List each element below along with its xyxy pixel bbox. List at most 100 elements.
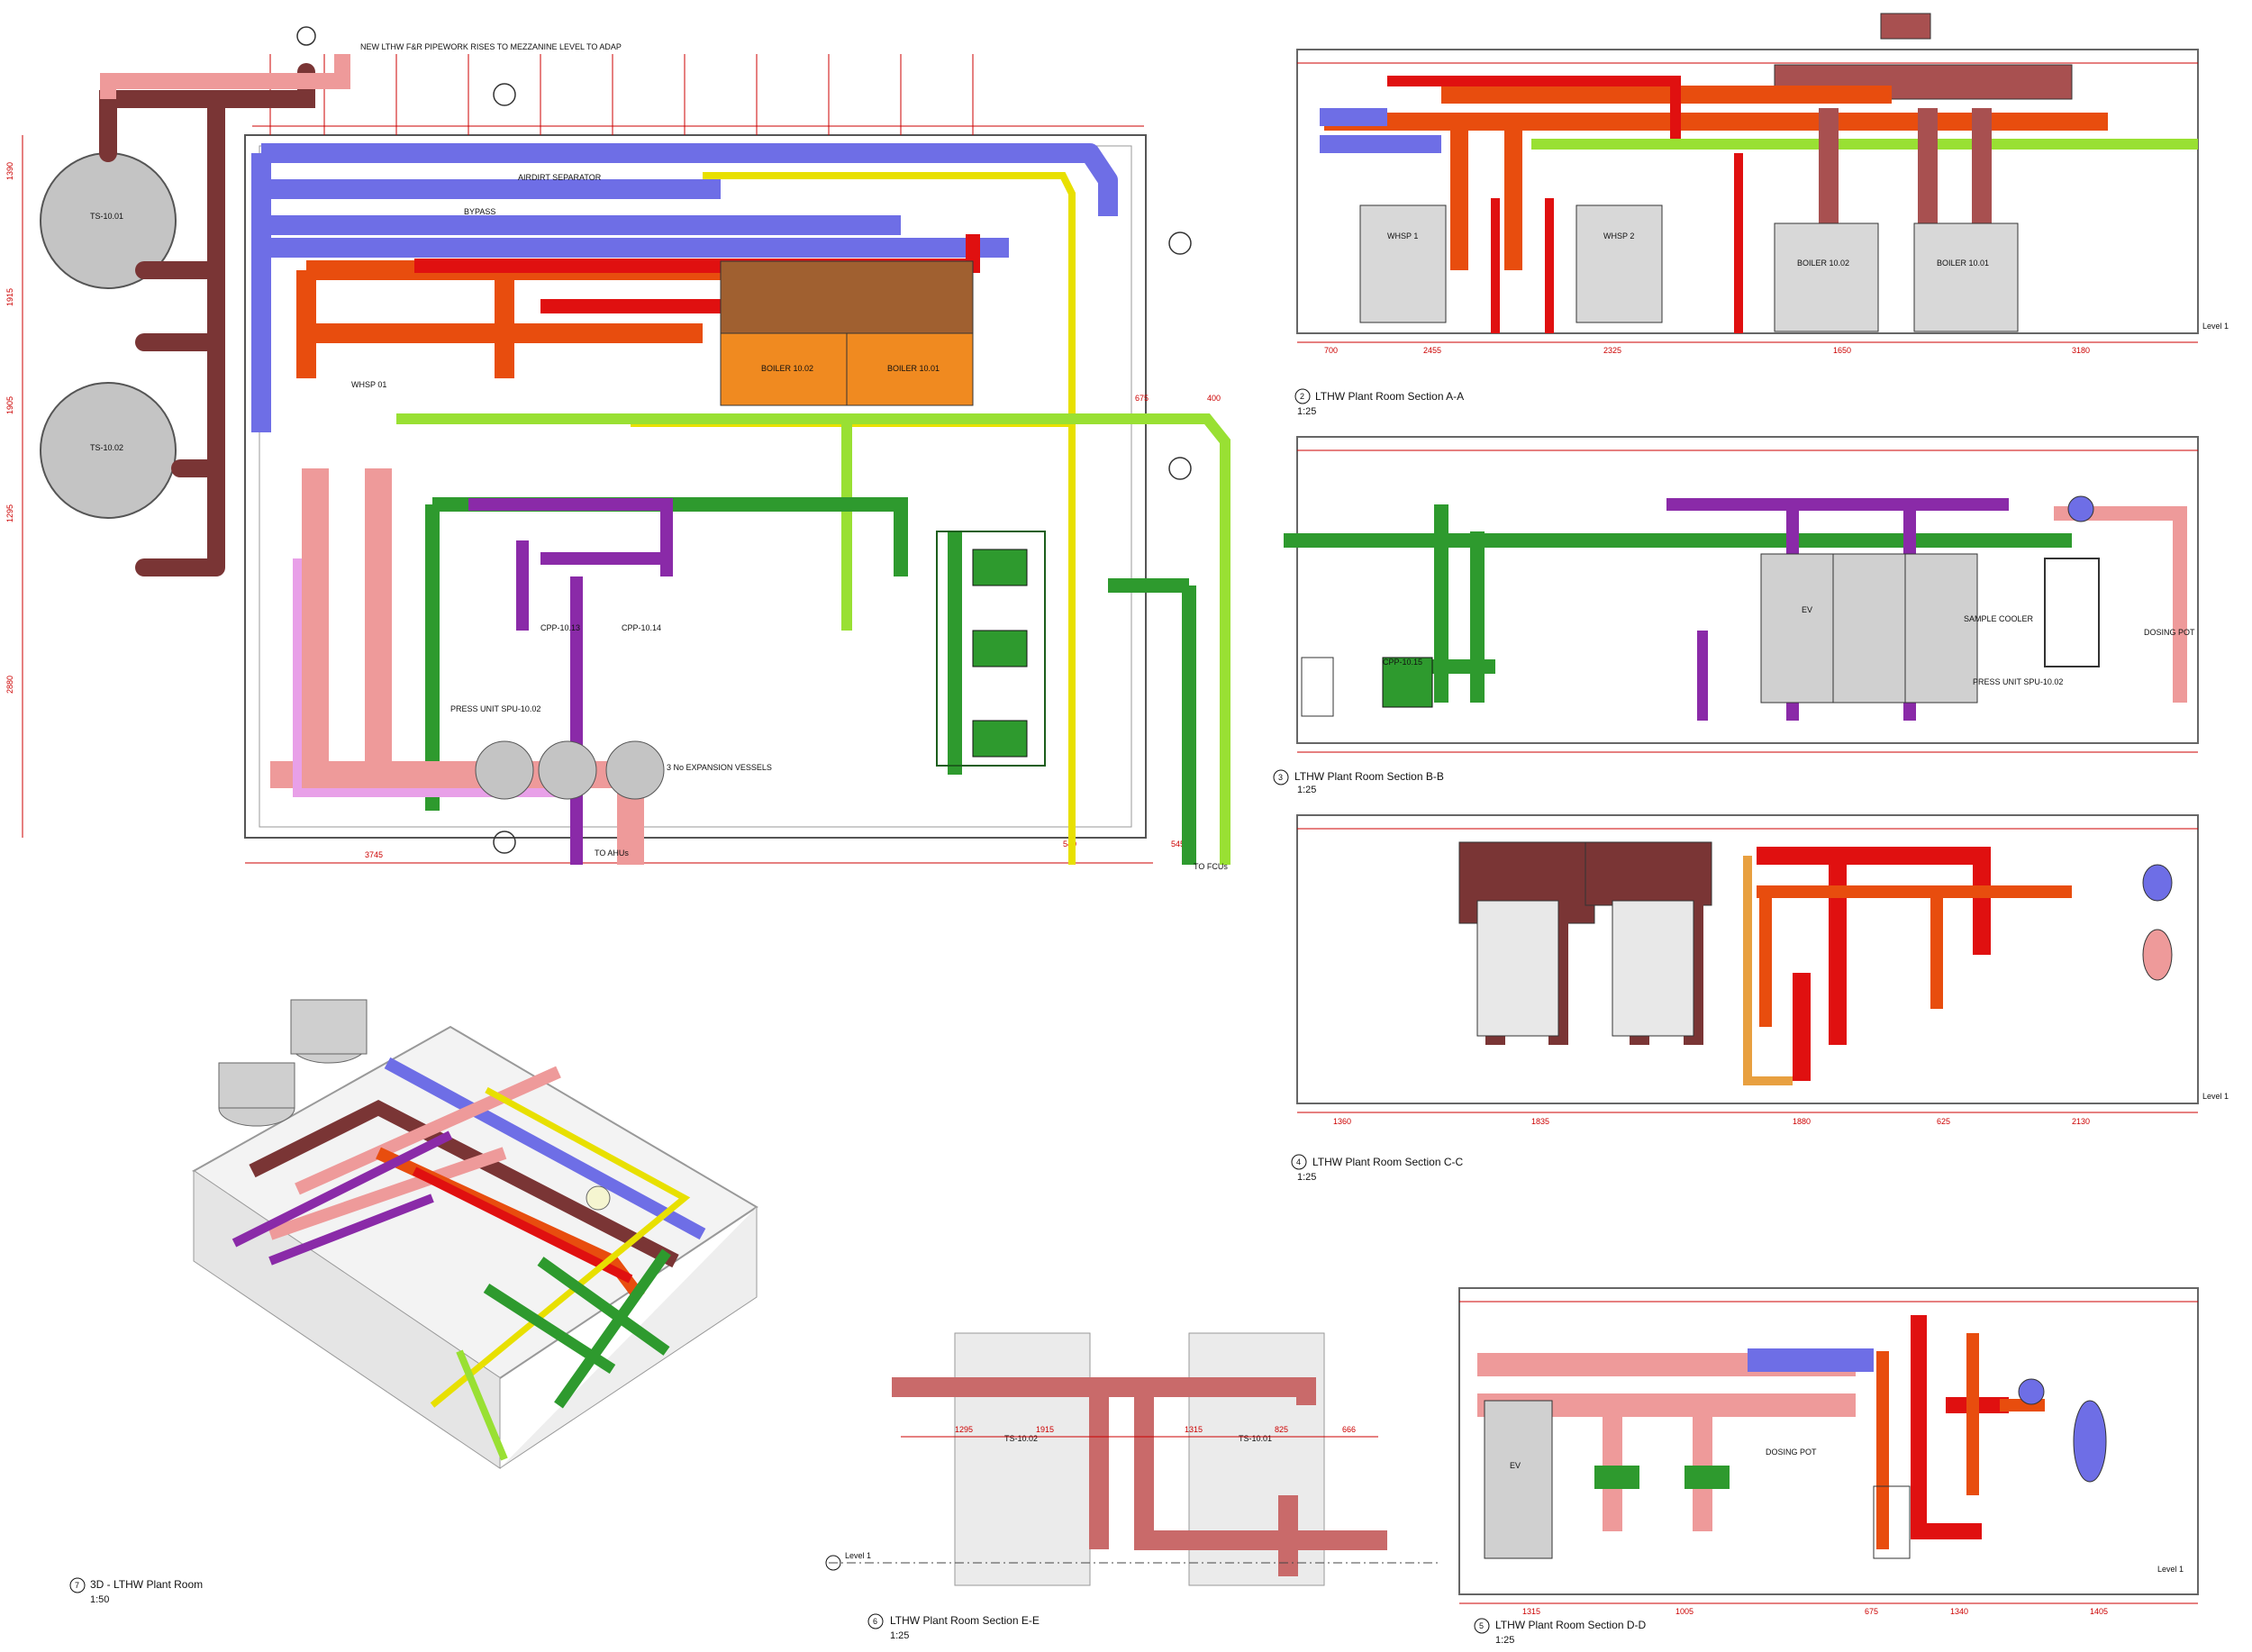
boiler-10-01 bbox=[846, 332, 974, 406]
expansion-vessel-icon bbox=[538, 740, 597, 800]
dim: 625 bbox=[1937, 1117, 1950, 1126]
dim: 2325 bbox=[1603, 346, 1621, 355]
dosing-pot-label: DOSING POT bbox=[2144, 628, 2195, 637]
dim: 1360 bbox=[1333, 1117, 1351, 1126]
dim: 3180 bbox=[2072, 346, 2090, 355]
plan-dim: 1905 bbox=[5, 396, 14, 414]
view-scale: 1:50 bbox=[90, 1594, 109, 1605]
plan-tank-label: TS-10.01 bbox=[90, 212, 123, 221]
dim: 700 bbox=[1324, 346, 1338, 355]
plan-dim: 1915 bbox=[5, 288, 14, 306]
view-number: 4 bbox=[1296, 1157, 1301, 1166]
section-header-blue bbox=[1320, 108, 1441, 153]
pink-pipe bbox=[293, 558, 577, 797]
flue-header bbox=[720, 260, 974, 334]
view-title: LTHW Plant Room Section B-B bbox=[1294, 770, 1444, 783]
bypass-label: BYPASS bbox=[464, 207, 495, 216]
expansion-vessel bbox=[1832, 553, 1906, 703]
plan-tank-label: TS-10.02 bbox=[90, 443, 123, 452]
lthw-primary-riser bbox=[100, 54, 350, 99]
dim: 1880 bbox=[1793, 1117, 1811, 1126]
dim: 1915 bbox=[1036, 1425, 1054, 1434]
view-scale: 1:25 bbox=[1297, 1172, 1316, 1183]
ev-label: EV bbox=[1510, 1461, 1521, 1470]
boiler-flow-pipe bbox=[1757, 885, 2072, 1027]
air-separator-label: AIRDIRT SEPARATOR bbox=[518, 173, 602, 182]
expansion-vessel-icon bbox=[605, 740, 665, 800]
plan-note: NEW LTHW F&R PIPEWORK RISES TO MEZZANINE… bbox=[360, 42, 622, 51]
dim: 1835 bbox=[1531, 1117, 1549, 1126]
boiler-10-02 bbox=[1774, 222, 1879, 332]
view-scale: 1:25 bbox=[1297, 785, 1316, 795]
dim: 666 bbox=[1342, 1425, 1356, 1434]
view-number: 3 bbox=[1278, 773, 1283, 782]
plan-dim: 1295 bbox=[5, 504, 14, 522]
view-number: 6 bbox=[873, 1617, 877, 1626]
dim: 1340 bbox=[1950, 1607, 1968, 1616]
boiler-10-02 bbox=[720, 332, 848, 406]
plan-dim: 675 bbox=[1135, 394, 1149, 403]
plan-room-outline bbox=[244, 134, 1147, 839]
section-d-d: EV DOSING POT 1315 1005 675 1340 1405 Le… bbox=[1458, 1287, 2199, 1646]
section-header-pipe bbox=[1324, 86, 2108, 270]
view-scale: 1:25 bbox=[1495, 1635, 1514, 1646]
dim: 2130 bbox=[2072, 1117, 2090, 1126]
expansion-label: 3 No EXPANSION VESSELS bbox=[667, 763, 772, 772]
pump-icon bbox=[1382, 657, 1433, 708]
dim: 1650 bbox=[1833, 346, 1851, 355]
section-a-a: WHSP 1 WHSP 2 BOILER 10.02 BOILER 10.01 … bbox=[1294, 13, 2229, 417]
view-scale: 1:25 bbox=[890, 1630, 909, 1641]
section-b-b: EV CPP-10.15 SAMPLE COOLER DOSING POT PR… bbox=[1273, 436, 2199, 795]
section-red-pipe bbox=[1387, 76, 1681, 144]
pump-icon bbox=[972, 720, 1028, 758]
level-label: Level 1 bbox=[2202, 1092, 2229, 1101]
view-number: 7 bbox=[75, 1581, 79, 1590]
section-c-c: 1360 1835 1880 625 2130 Level 1 4 LTHW P… bbox=[1291, 814, 2229, 1183]
pump-label: CPP-10.15 bbox=[1383, 658, 1422, 667]
sample-cooler-label: SAMPLE COOLER bbox=[1964, 614, 2034, 623]
view-title: LTHW Plant Room Section E-E bbox=[890, 1614, 1040, 1627]
whsp-2 bbox=[1575, 204, 1663, 323]
boiler-label: BOILER 10.01 bbox=[1937, 259, 1989, 268]
whsp-1 bbox=[1359, 204, 1447, 323]
plan-dim: 1390 bbox=[5, 162, 14, 180]
view-number: 5 bbox=[1479, 1621, 1484, 1630]
dim: 1005 bbox=[1675, 1607, 1694, 1616]
plan-dim-bottom: 3745 bbox=[365, 850, 383, 859]
dim: 1315 bbox=[1185, 1425, 1203, 1434]
lthw-primary-pipe bbox=[892, 1377, 1387, 1576]
expansion-vessel bbox=[1484, 1400, 1553, 1559]
pump-icon bbox=[972, 630, 1028, 667]
plan-dim: 2880 bbox=[5, 676, 14, 694]
pump-icon bbox=[972, 549, 1028, 586]
to-fcus-label: TO FCUs bbox=[1194, 862, 1228, 871]
to-ahus-label: TO AHUs bbox=[595, 849, 629, 858]
tank-label: TS-10.01 bbox=[1239, 1434, 1272, 1443]
ahu-pipe bbox=[468, 498, 673, 865]
fcu-pipe bbox=[1284, 504, 2072, 703]
view-number: 2 bbox=[1300, 392, 1304, 401]
section-e-e: TS-10.02 TS-10.01 1295 1915 1315 825 666… bbox=[825, 1332, 1441, 1641]
pump-label: CPP-10.13 bbox=[540, 623, 580, 632]
press-unit-label: PRESS UNIT SPU-10.02 bbox=[1973, 677, 2063, 686]
boiler-label: BOILER 10.02 bbox=[1797, 259, 1849, 268]
tank-label: TS-10.02 bbox=[1004, 1434, 1038, 1443]
dim: 2455 bbox=[1423, 346, 1441, 355]
whsp-label: WHSP 1 bbox=[1387, 231, 1418, 241]
boiler-10-01 bbox=[1913, 222, 2019, 332]
dosing-pot-label: DOSING POT bbox=[1766, 1448, 1817, 1457]
level-label: Level 1 bbox=[845, 1551, 871, 1560]
fcu-pipe bbox=[425, 497, 1196, 865]
dim: 675 bbox=[1865, 1607, 1878, 1616]
dim: 1315 bbox=[1522, 1607, 1540, 1616]
view-number-circle bbox=[1294, 388, 1311, 404]
pressure-unit-label: PRESS UNIT SPU-10.02 bbox=[450, 704, 540, 713]
view-title: 3D - LTHW Plant Room bbox=[90, 1578, 203, 1591]
lthw-header-pipe bbox=[251, 143, 1118, 432]
plan-view: 3745 1390 1915 1905 1295 2880 540 545 67… bbox=[5, 26, 1230, 871]
view-3d: 7 3D - LTHW Plant Room 1:50 bbox=[69, 999, 758, 1605]
dim: 1405 bbox=[2090, 1607, 2108, 1616]
view-title: LTHW Plant Room Section C-C bbox=[1312, 1156, 1463, 1168]
boiler-label: BOILER 10.02 bbox=[761, 364, 813, 373]
